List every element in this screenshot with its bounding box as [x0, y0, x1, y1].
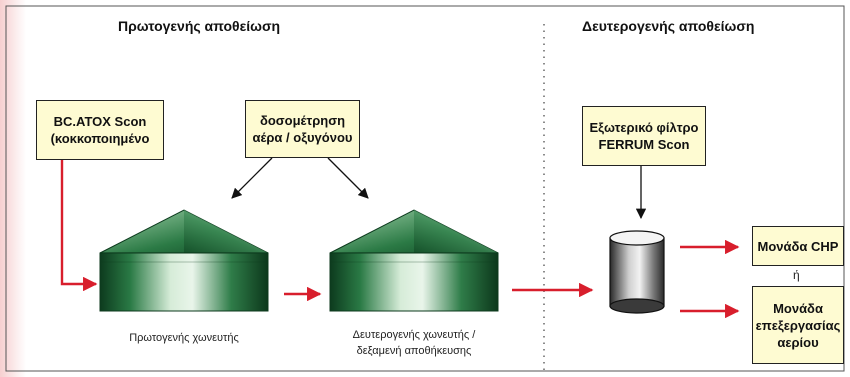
diagram-frame — [5, 5, 845, 372]
gas-line3: αερίου — [777, 334, 819, 350]
filter-cylinder-icon — [609, 230, 665, 314]
left-accent-band — [0, 0, 26, 377]
gas-line2: επεξεργασίας — [755, 317, 841, 333]
bcatox-line2: (κοκκοποιημένο — [50, 131, 150, 146]
bcatox-box: BC.ATOX Scon (κοκκοποιημένο — [36, 100, 164, 160]
feed-arrow — [60, 160, 98, 292]
secondary-digester-caption: Δευτερογενής χωνευτής / δεξαμενή αποθήκε… — [334, 327, 494, 359]
primary-digester-caption: Πρωτογενής χωνευτής — [129, 332, 239, 344]
secondary-section-heading: Δευτερογενής αποθείωση — [582, 18, 755, 34]
dosing-line2: αέρα / οξυγόνου — [252, 130, 353, 145]
primary-digester-icon — [99, 209, 269, 312]
bcatox-line1: BC.ATOX Scon — [53, 114, 147, 129]
filter-box: Εξωτερικό φίλτρο FERRUM Scon — [582, 106, 706, 166]
primary-section-heading: Πρωτογενής αποθείωση — [118, 18, 281, 34]
chp-line1: Μονάδα CHP — [757, 238, 839, 254]
secondary-caption-line2: δεξαμενή αποθήκευσης — [356, 345, 472, 357]
chp-unit-box: Μονάδα CHP — [752, 226, 844, 266]
gas-processing-box: Μονάδα επεξεργασίας αερίου — [752, 286, 844, 364]
filter-line2: FERRUM Scon — [598, 137, 690, 152]
dosing-box: δοσομέτρηση αέρα / οξυγόνου — [245, 100, 360, 158]
dosing-line1: δοσομέτρηση — [259, 113, 346, 128]
secondary-digester-icon — [329, 209, 499, 312]
dosing-arrow-primary — [231, 157, 273, 199]
or-label: ή — [793, 268, 800, 282]
dosing-arrow-secondary — [327, 157, 369, 199]
secondary-caption-line1: Δευτερογενής χωνευτής / — [352, 329, 476, 341]
filter-line1: Εξωτερικό φίλτρο — [589, 120, 699, 135]
gas-line1: Μονάδα — [773, 300, 823, 316]
